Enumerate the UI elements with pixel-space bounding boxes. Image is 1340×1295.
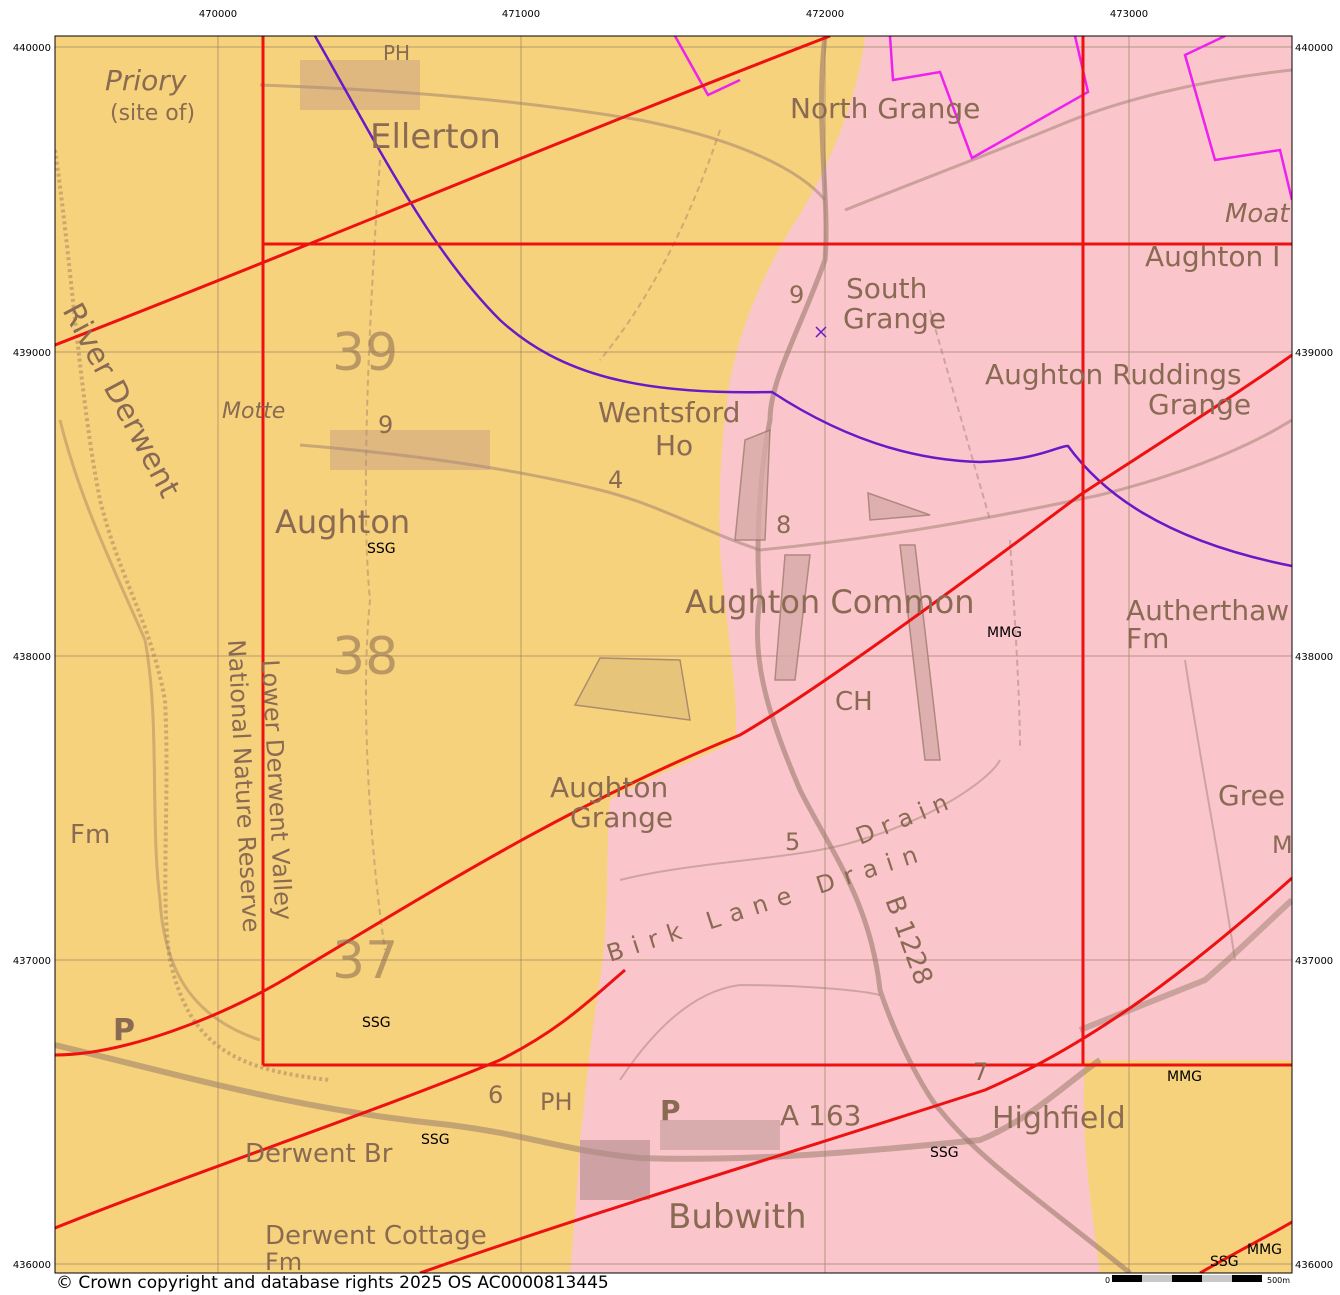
label-fm-left: Fm — [70, 820, 110, 850]
scale-start-label: 0 — [1105, 1276, 1110, 1285]
northing-tick: 437000 — [1295, 956, 1333, 967]
label-ellerton: Ellerton — [370, 117, 501, 157]
geo-ssg-aughton[interactable]: SSG — [367, 541, 396, 557]
label-m-right: M — [1272, 831, 1293, 859]
northing-ticks-left: 440000 439000 438000 437000 436000 — [13, 43, 51, 1271]
label-p-south: P — [660, 1094, 681, 1127]
contour-37: 37 — [332, 931, 398, 991]
geo-mmg-common[interactable]: MMG — [987, 625, 1022, 641]
northing-tick: 436000 — [13, 1260, 51, 1271]
mmg-area — [570, 36, 1292, 1273]
easting-tick: 473000 — [1110, 9, 1148, 20]
spot-numbers: 9 39 9 4 8 38 5 37 6 7 — [332, 281, 988, 1109]
scale-end-label: 500m — [1267, 1276, 1290, 1285]
label-wentsford: Wentsford — [598, 396, 740, 429]
label-derwent-cottage: Derwent Cottage — [265, 1221, 487, 1251]
spot-5: 5 — [785, 828, 800, 856]
label-derwent-br: Derwent Br — [245, 1139, 393, 1169]
label-south-grange-2: Grange — [843, 302, 946, 335]
scale-bar: 0 500m — [1105, 1275, 1290, 1285]
woodland — [573, 657, 691, 721]
geo-ssg-corner[interactable]: SSG — [1210, 1254, 1239, 1270]
northing-tick: 438000 — [13, 652, 51, 663]
northing-tick: 436000 — [1295, 1260, 1333, 1271]
northing-tick: 440000 — [13, 43, 51, 54]
geo-mmg-east[interactable]: MMG — [1167, 1069, 1202, 1085]
geo-ssg-highfield[interactable]: SSG — [930, 1145, 959, 1161]
label-highfield: Highfield — [992, 1101, 1126, 1136]
easting-tick: 471000 — [502, 9, 540, 20]
label-ch: CH — [835, 687, 873, 717]
copyright-notice: © Crown copyright and database rights 20… — [56, 1273, 609, 1293]
label-moat: Moat — [1225, 199, 1290, 229]
label-ph-north: PH — [383, 41, 410, 65]
geology-labels: SSG MMG SSG MMG SSG SSG SSG MMG — [362, 541, 1282, 1270]
northing-tick: 440000 — [1295, 43, 1333, 54]
spot-9-south-grange: 9 — [789, 281, 804, 309]
label-a163: A 163 — [780, 1099, 862, 1132]
easting-tick: 472000 — [806, 9, 844, 20]
spot-8: 8 — [776, 511, 791, 539]
geo-ssg-derwent[interactable]: SSG — [421, 1132, 450, 1148]
label-fm-autherthaw: Fm — [1126, 622, 1169, 655]
label-green: Gree — [1218, 779, 1285, 812]
label-motte: Motte — [222, 399, 285, 424]
geo-mmg-corner[interactable]: MMG — [1247, 1242, 1282, 1258]
label-ho: Ho — [655, 429, 693, 462]
label-ph-south: PH — [540, 1088, 573, 1116]
magenta-boundaries — [673, 36, 1292, 201]
purple-arc — [313, 36, 1292, 568]
label-autherthaw: Autherthaw — [1126, 594, 1289, 627]
contour-39: 39 — [332, 323, 398, 383]
northing-ticks-right: 440000 439000 438000 437000 436000 — [1295, 43, 1333, 1271]
label-site-of: (site of) — [110, 101, 195, 126]
label-aughton-grange-1: Aughton — [550, 771, 668, 804]
label-priory: Priory — [105, 64, 187, 97]
label-aughton-ruddings: Aughton Ruddings — [985, 358, 1242, 391]
label-bubwith: Bubwith — [668, 1197, 807, 1237]
point-marker-icon[interactable] — [815, 326, 827, 338]
label-south-grange-1: South — [846, 272, 927, 305]
spot-9-aughton: 9 — [378, 411, 393, 439]
map-frame — [54, 35, 1293, 1274]
easting-ticks: 470000 471000 472000 473000 — [199, 9, 1148, 20]
label-aughton-grange-2: Grange — [570, 801, 673, 834]
northing-tick: 438000 — [1295, 652, 1333, 663]
contour-38: 38 — [332, 627, 398, 687]
label-aughton-common: Aughton Common — [685, 583, 974, 621]
spot-6: 6 — [488, 1081, 503, 1109]
os-grid — [55, 36, 1292, 1273]
spot-7: 7 — [973, 1058, 988, 1086]
northing-tick: 439000 — [1295, 348, 1333, 359]
red-boundaries — [55, 36, 1292, 1273]
label-north-grange: North Grange — [790, 92, 980, 125]
easting-tick: 470000 — [199, 9, 237, 20]
label-derwent-fm: Fm — [265, 1248, 302, 1276]
label-aughton-top: Aughton I — [1145, 240, 1280, 273]
northing-tick: 437000 — [13, 956, 51, 967]
northing-tick: 439000 — [13, 348, 51, 359]
spot-4: 4 — [608, 466, 623, 494]
label-p-box: P — [113, 1013, 135, 1048]
label-ruddings-grange: Grange — [1148, 388, 1251, 421]
label-aughton: Aughton — [275, 503, 410, 541]
geo-ssg-west[interactable]: SSG — [362, 1015, 391, 1031]
base-roads — [55, 36, 1292, 1273]
